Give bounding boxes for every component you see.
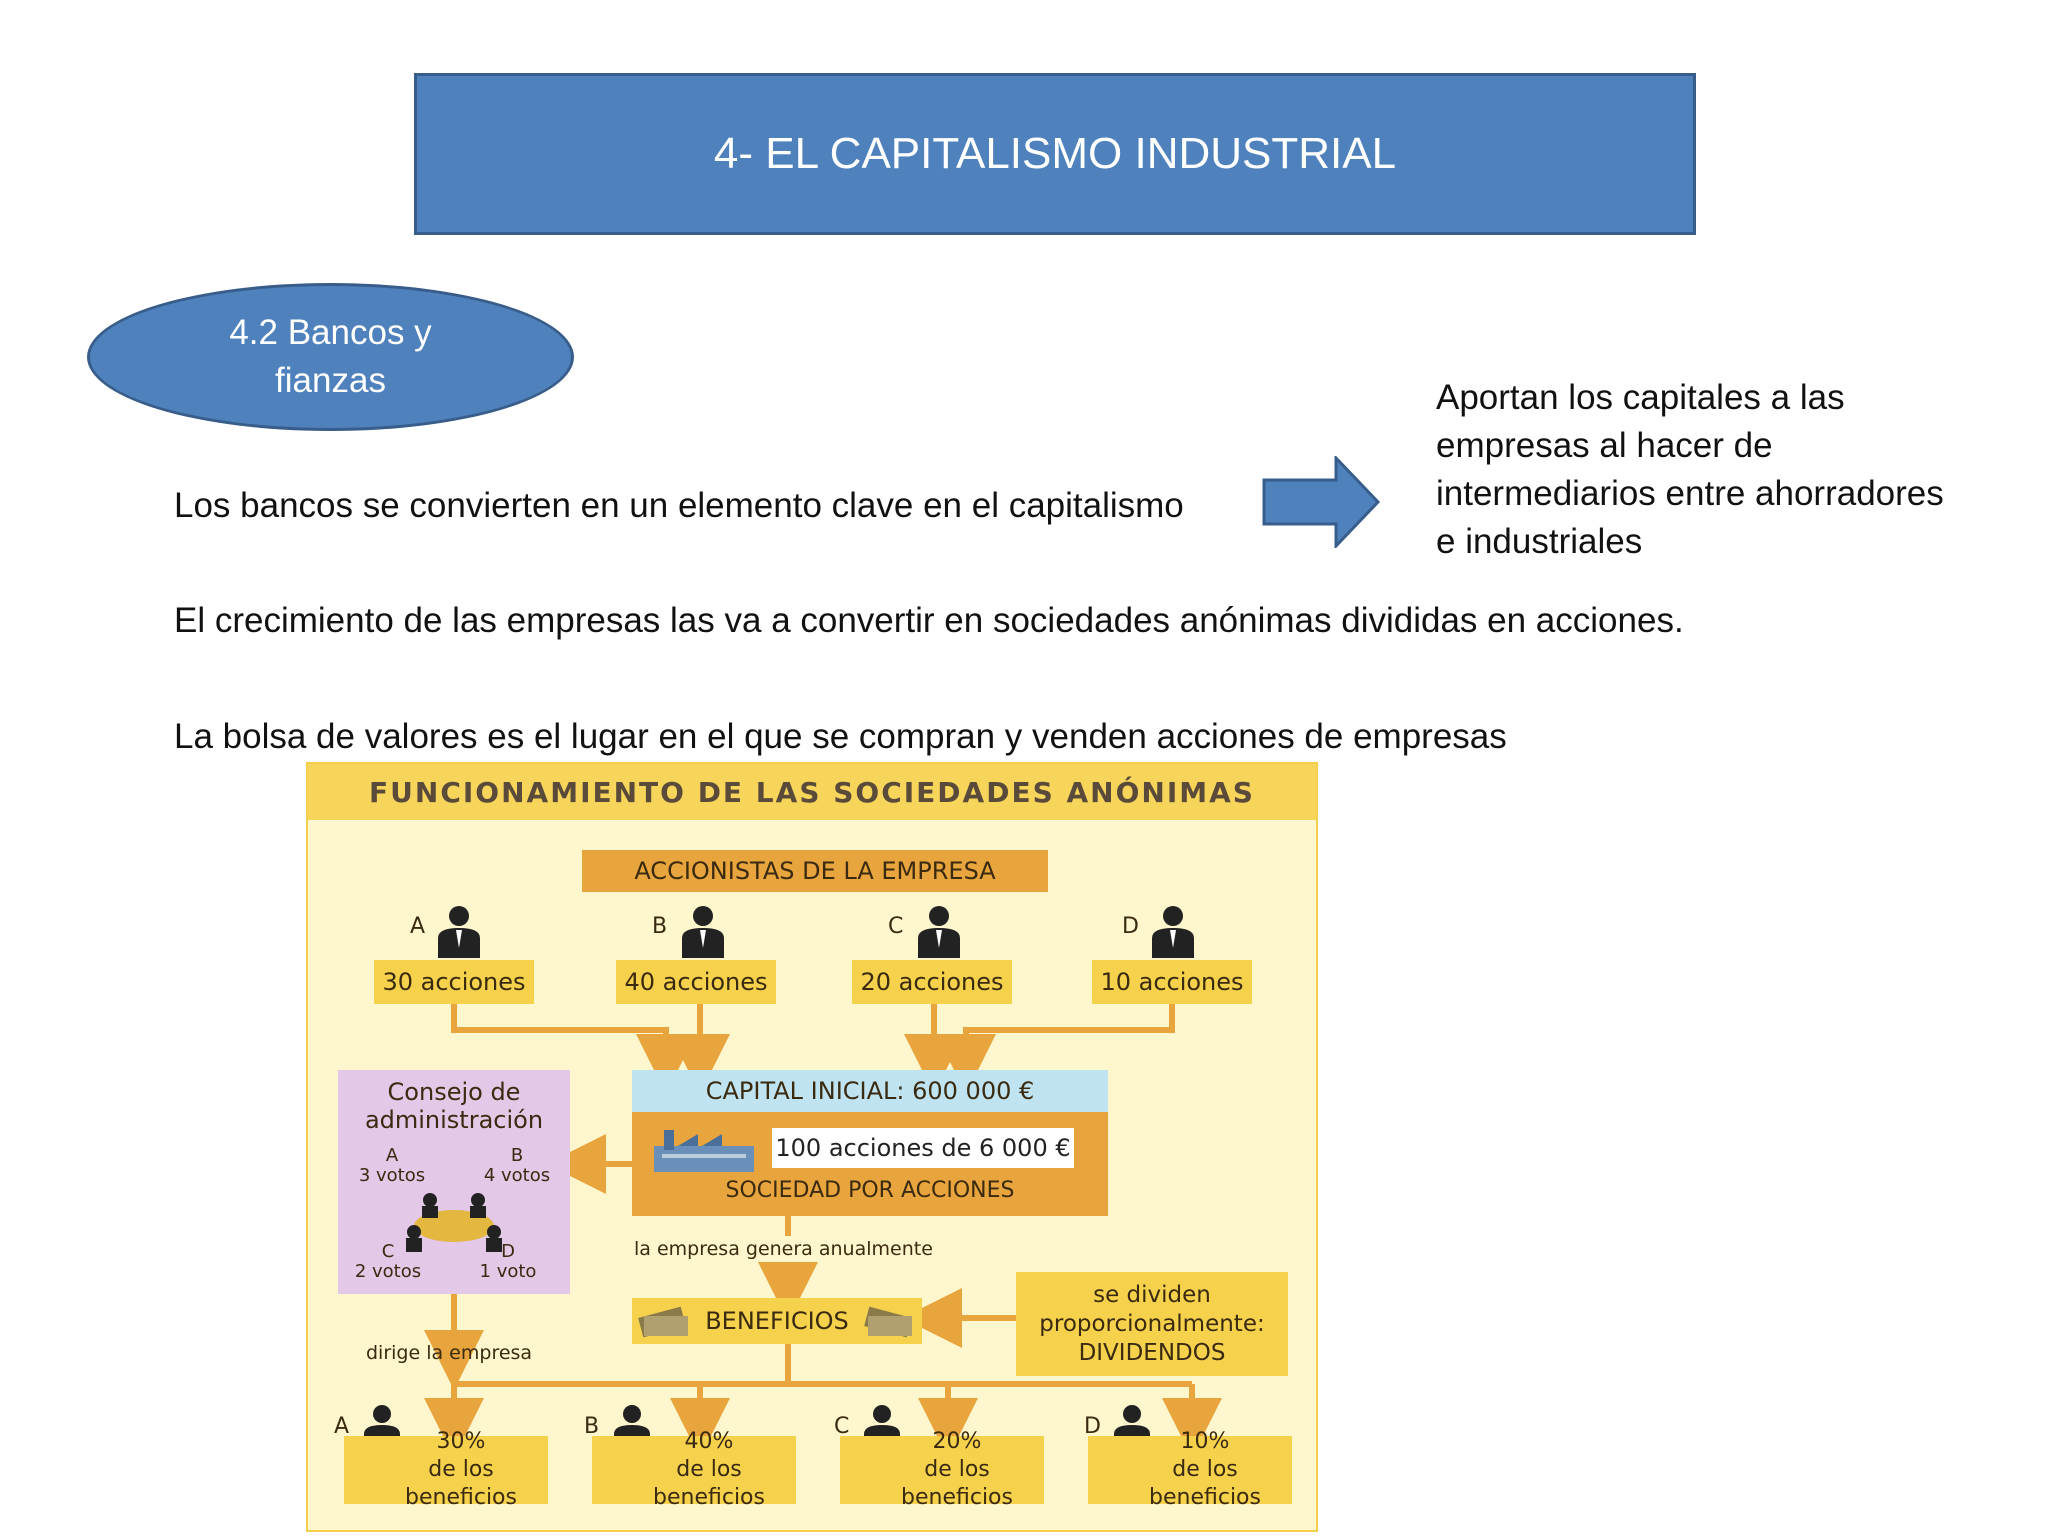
- result-letter: A: [334, 1414, 350, 1439]
- companies-statement: El crecimiento de las empresas las va a …: [174, 601, 1684, 640]
- shareholder-shares: 30 acciones: [374, 960, 534, 1004]
- diagram-connectors: [424, 1004, 1222, 1458]
- profits-label: BENEFICIOS: [705, 1307, 849, 1335]
- board-votes: 3 votos: [358, 1165, 426, 1186]
- result-label: de los beneficios: [1149, 1457, 1261, 1510]
- board-member-c: C 2 votos: [348, 1242, 428, 1282]
- banks-role-note: Aportan los capitales a las empresas al …: [1436, 378, 1944, 561]
- board-letter: B: [510, 1145, 524, 1166]
- shareholder-letter: A: [410, 914, 426, 939]
- generates-label: la empresa genera anualmente: [634, 1238, 933, 1260]
- result-box: 30% de los beneficios: [344, 1429, 548, 1510]
- result-percent: 30%: [436, 1429, 486, 1454]
- money-icon: [638, 1306, 688, 1338]
- person-icon: [682, 906, 724, 958]
- result-letter: B: [584, 1414, 600, 1439]
- result-percent: 10%: [1180, 1429, 1230, 1454]
- result-box: 40% de los beneficios: [592, 1429, 796, 1510]
- person-icon: [918, 906, 960, 958]
- dividends-line: proporcionalmente:: [1039, 1310, 1265, 1337]
- board-votes: 2 votos: [354, 1261, 422, 1282]
- slide-title: 4- EL CAPITALISMO INDUSTRIAL: [414, 73, 1696, 235]
- result-box: 20% de los beneficios: [840, 1429, 1044, 1510]
- section-oval: 4.2 Bancos y fianzas: [87, 283, 574, 431]
- board-votes: 1 voto: [479, 1261, 537, 1282]
- result-label: de los beneficios: [901, 1457, 1013, 1510]
- dividends-line: DIVIDENDOS: [1078, 1339, 1226, 1366]
- shareholder-shares: 40 acciones: [616, 960, 776, 1004]
- shareholders-header: ACCIONISTAS DE LA EMPRESA: [582, 850, 1048, 892]
- board-title: Consejo de administración: [364, 1078, 544, 1134]
- board-letter: A: [385, 1145, 399, 1166]
- shareholder-letter: B: [652, 914, 668, 939]
- dividends-line: se dividen: [1093, 1281, 1211, 1308]
- initial-capital: CAPITAL INICIAL: 600 000 €: [632, 1070, 1108, 1112]
- result-box: 10% de los beneficios: [1088, 1429, 1292, 1510]
- diagram-title: FUNCIONAMIENTO DE LAS SOCIEDADES ANÓNIMA…: [308, 764, 1316, 820]
- board-member-b: B 4 votos: [472, 1146, 562, 1186]
- board-letter: D: [501, 1241, 515, 1262]
- board-member-d: D 1 voto: [468, 1242, 548, 1282]
- money-icon: [864, 1306, 912, 1338]
- profits-box: BENEFICIOS: [632, 1298, 922, 1344]
- person-icon: [1152, 906, 1194, 958]
- result-letter: D: [1084, 1414, 1101, 1439]
- shareholder-shares: 20 acciones: [852, 960, 1012, 1004]
- person-icon: [438, 906, 480, 958]
- sociedades-anonimas-diagram: FUNCIONAMIENTO DE LAS SOCIEDADES ANÓNIMA…: [306, 762, 1318, 1532]
- dividends-box: se dividen proporcionalmente: DIVIDENDOS: [1016, 1272, 1288, 1376]
- result-percent: 20%: [932, 1429, 982, 1454]
- board-votes: 4 votos: [483, 1165, 551, 1186]
- shareholder-letter: C: [888, 914, 904, 939]
- factory-icon: [654, 1130, 754, 1172]
- shareholder-shares: 10 acciones: [1092, 960, 1252, 1004]
- meeting-table-icon: [406, 1193, 502, 1252]
- board-action-label: dirige la empresa: [366, 1342, 533, 1364]
- result-letter: C: [834, 1414, 850, 1439]
- right-arrow-icon: [1262, 456, 1381, 548]
- shareholder-letter: D: [1122, 914, 1139, 939]
- board-box: Consejo de administración A 3 votos B 4 …: [338, 1070, 570, 1294]
- company-label: SOCIEDAD POR ACCIONES: [725, 1178, 1015, 1203]
- board-letter: C: [381, 1241, 395, 1262]
- stock-exchange-statement: La bolsa de valores es el lugar en el qu…: [174, 717, 1507, 756]
- result-label: de los beneficios: [405, 1457, 517, 1510]
- company-box: 100 acciones de 6 000 € SOCIEDAD POR ACC…: [632, 1112, 1108, 1216]
- shares-breakdown: 100 acciones de 6 000 €: [772, 1128, 1074, 1168]
- board-member-a: A 3 votos: [352, 1146, 432, 1186]
- result-label: de los beneficios: [653, 1457, 765, 1510]
- banks-statement: Los bancos se convierten en un elemento …: [174, 486, 1184, 525]
- result-percent: 40%: [684, 1429, 734, 1454]
